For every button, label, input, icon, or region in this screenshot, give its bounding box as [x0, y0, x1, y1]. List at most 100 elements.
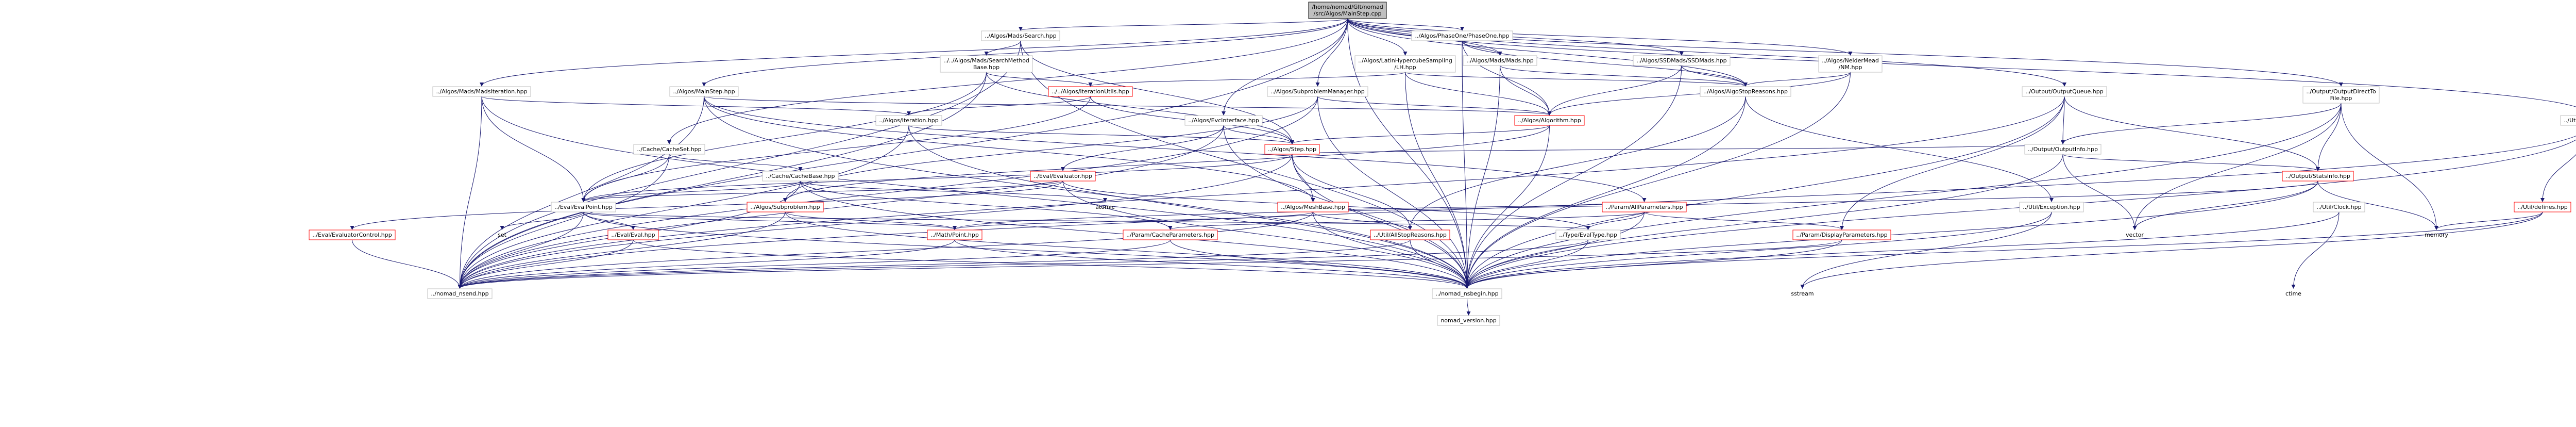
- node-box: [762, 171, 839, 182]
- node-label: /src/Algos/MainStep.cpp: [1313, 10, 1381, 17]
- edge-phase-one-to-nomad-nsbegin: [1462, 40, 1469, 289]
- edge-root-to-subproblem-manager: [1315, 18, 1348, 87]
- edge-output-queue-to-output-info: [2061, 96, 2065, 144]
- edge-algo-stop-reasons-to-util-exception: [1745, 96, 2054, 202]
- edge-output-queue-to-nomad-nsend: [457, 96, 2065, 289]
- node-output-queue[interactable]: ../Output/OutputQueue.hpp: [2022, 86, 2107, 97]
- edge-eval-point-to-nomad-nsend: [457, 211, 584, 289]
- node-mads-iteration[interactable]: ../Algos/Mads/MadsIteration.hpp: [432, 86, 531, 97]
- edge-root-to-output-direct: [1347, 18, 2343, 87]
- node-cache-params[interactable]: ../Param/CacheParameters.hpp: [1123, 229, 1218, 240]
- node-util-clock[interactable]: ../Util/Clock.hpp: [2313, 202, 2365, 212]
- node-mads-hpp[interactable]: ../Algos/Mads/Mads.hpp: [1463, 55, 1537, 66]
- node-label: ../Algos/EvcInterface.hpp: [1188, 117, 1259, 124]
- edge-cache-base-to-eval-point: [581, 180, 801, 202]
- edge-step-hpp-to-eval-point: [581, 154, 1293, 202]
- node-output-info[interactable]: ../Output/OutputInfo.hpp: [2024, 144, 2102, 155]
- node-ssd-mads[interactable]: ../Algos/SSDMads/SSDMads.hpp: [1633, 55, 1731, 66]
- edge-iteration-utils-to-eval-point: [581, 96, 1091, 202]
- node-nomad-nsbegin[interactable]: ../nomad_nsbegin.hpp: [1432, 288, 1502, 299]
- node-box: [981, 30, 1060, 41]
- node-iteration-hpp[interactable]: ../Algos/Iteration.hpp: [875, 115, 942, 126]
- edge-cache-params-to-nomad-nsbegin: [1170, 239, 1469, 289]
- edge-cache-set-to-eval-point: [581, 154, 670, 202]
- edge-subproblem-manager-to-nomad-nsbegin: [1317, 96, 1469, 289]
- edge-eval-point-to-set: [500, 211, 584, 230]
- node-util-exception[interactable]: ../Util/Exception.hpp: [2019, 202, 2084, 212]
- node-label: ../nomad_nsbegin.hpp: [1435, 290, 1498, 297]
- node-eval-type[interactable]: ../Type/EvalType.hpp: [1555, 229, 1621, 240]
- node-iteration-utils[interactable]: ../../Algos/IterationUtils.hpp: [1048, 86, 1133, 97]
- node-root[interactable]: /home/nomad/GIt/nomad/src/Algos/MainStep…: [1308, 2, 1387, 19]
- node-label: ../Eval/EvaluatorControl.hpp: [312, 232, 392, 238]
- node-box: [927, 229, 982, 240]
- edge-mads-iteration-to-iteration-hpp: [481, 96, 911, 116]
- node-nomad-nsend[interactable]: ../nomad_nsend.hpp: [427, 288, 493, 299]
- node-box: [1354, 55, 1456, 73]
- edge-subproblem-to-nomad-nsend: [457, 211, 786, 289]
- node-subproblem-manager[interactable]: ../Algos/SubproblemManager.hpp: [1267, 86, 1368, 97]
- edge-stats-info-to-vector: [2132, 180, 2318, 230]
- edge-mads-iteration-to-nomad-nsbegin: [481, 96, 1469, 289]
- node-nomad-version[interactable]: nomad_version.hpp: [1437, 315, 1500, 326]
- node-sstream[interactable]: sstream: [1788, 289, 1817, 299]
- node-label: memory: [2425, 232, 2448, 238]
- node-box: [1308, 2, 1387, 19]
- node-box: [2022, 86, 2107, 97]
- edge-subproblem-to-nomad-nsbegin: [785, 211, 1469, 289]
- node-eval-control[interactable]: ../Eval/EvaluatorControl.hpp: [309, 229, 396, 240]
- node-atomic[interactable]: atomic: [1092, 202, 1118, 212]
- node-parameters[interactable]: ../Param/AllParameters.hpp: [1602, 202, 1687, 212]
- edge-root-to-phase-one: [1347, 18, 1464, 31]
- edge-output-info-to-vector: [2062, 154, 2137, 230]
- node-memory[interactable]: memory: [2421, 230, 2451, 240]
- edge-display-params-to-nomad-nsbegin: [1465, 239, 1842, 289]
- node-display-params[interactable]: ../Param/DisplayParameters.hpp: [1792, 229, 1891, 240]
- node-evaluator[interactable]: ../Eval/Evaluator.hpp: [1030, 171, 1096, 182]
- node-eval-point[interactable]: ../Eval/EvalPoint.hpp: [551, 202, 616, 212]
- edge-eval-type-to-nomad-nsend: [457, 239, 1588, 289]
- node-mads-search[interactable]: ../Algos/Mads/Search.hpp: [981, 30, 1060, 41]
- node-layer: /home/nomad/GIt/nomad/src/Algos/MainStep…: [309, 2, 2576, 326]
- node-box: [1411, 30, 1513, 41]
- node-label: ../Eval/Evaluator.hpp: [1033, 173, 1092, 179]
- edge-main-step-hpp-to-parameters: [704, 96, 1647, 202]
- node-vector[interactable]: vector: [2123, 230, 2147, 240]
- node-box: [1700, 86, 1791, 97]
- node-algorithm-hpp[interactable]: ../Algos/Algorithm.hpp: [1514, 115, 1585, 126]
- node-phase-one[interactable]: ../Algos/PhaseOne/PhaseOne.hpp: [1411, 30, 1513, 41]
- node-util-defines[interactable]: ../Util/defines.hpp: [2514, 202, 2571, 212]
- node-set[interactable]: set: [495, 230, 510, 240]
- node-label: ../Algos/Iteration.hpp: [879, 117, 939, 124]
- node-label: ../Util/defines.hpp: [2517, 204, 2567, 210]
- node-label: ../Util/fileutils.hpp: [2564, 117, 2576, 124]
- edge-algo-stop-reasons-to-all-stop-reasons: [1408, 96, 1746, 230]
- edge-output-direct-to-nomad-nsbegin: [1465, 103, 2342, 289]
- node-algo-stop-reasons[interactable]: ../Algos/AlgoStopReasons.hpp: [1700, 86, 1791, 97]
- node-all-stop-reasons[interactable]: ../Util/AllStopReasons.hpp: [1370, 229, 1450, 240]
- node-box: [1463, 55, 1537, 66]
- node-stats-info[interactable]: ../Output/StatsInfo.hpp: [2282, 171, 2354, 182]
- node-box: [875, 115, 942, 126]
- node-nelder-mead[interactable]: ../Algos/NelderMead/NM.hpp: [1818, 55, 1883, 73]
- node-step-hpp[interactable]: ../Algos/Step.hpp: [1264, 144, 1320, 155]
- node-mesh-base[interactable]: ../Algos/MeshBase.hpp: [1277, 202, 1349, 212]
- node-math-point[interactable]: ../Math/Point.hpp: [927, 229, 982, 240]
- edge-root-to-nomad-nsbegin: [1347, 18, 1469, 289]
- node-subproblem[interactable]: ../Algos/Subproblem.hpp: [747, 202, 824, 212]
- edge-output-queue-to-display-params: [1840, 96, 2065, 230]
- node-lh-sampling[interactable]: ../Algos/LatinHypercubeSampling/LH.hpp: [1354, 55, 1456, 73]
- node-util-fileutils[interactable]: ../Util/fileutils.hpp: [2560, 115, 2576, 126]
- node-cache-set[interactable]: ../Cache/CacheSet.hpp: [633, 144, 705, 155]
- node-ctime[interactable]: ctime: [2282, 289, 2304, 299]
- node-eval-interface[interactable]: ../Algos/EvcInterface.hpp: [1184, 115, 1263, 126]
- node-main-step-hpp[interactable]: ../Algos/MainStep.hpp: [669, 86, 739, 97]
- node-label: /NM.hpp: [1839, 64, 1862, 71]
- node-cache-base[interactable]: ../Cache/CacheBase.hpp: [762, 171, 839, 182]
- edge-root-to-mads-iteration: [480, 18, 1348, 87]
- node-eval-hpp[interactable]: ../Eval/Eval.hpp: [607, 229, 659, 240]
- node-label: ../Algos/SSDMads/SSDMads.hpp: [1636, 57, 1726, 64]
- edge-lh-sampling-to-iteration-utils: [1088, 72, 1405, 87]
